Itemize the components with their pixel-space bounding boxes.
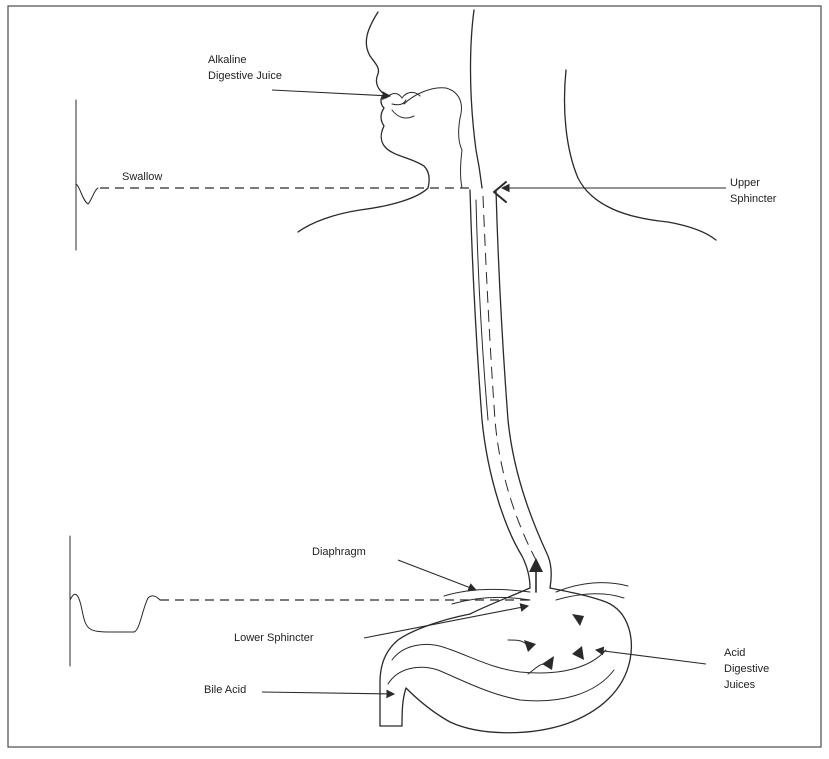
head-profile: [298, 10, 716, 240]
stomach: [380, 558, 631, 733]
bile-acid-label: Bile Acid: [204, 684, 246, 696]
acid-juices-label-line2: Digestive: [724, 663, 769, 675]
figure-frame: [8, 6, 821, 747]
acid-juices-label-line3: Juices: [724, 679, 756, 691]
diaphragm-label: Diaphragm: [312, 546, 366, 558]
lower-sphincter-label: Lower Sphincter: [234, 632, 314, 644]
esophagus: [470, 182, 551, 588]
acid-juices-label-line1: Acid: [724, 647, 745, 659]
alkaline-label-line1: Alkaline: [208, 54, 247, 66]
upper-sphincter-label-line1: Upper: [730, 177, 760, 189]
alkaline-label-line2: Digestive Juice: [208, 70, 282, 82]
lower-pressure-trace: [70, 536, 530, 666]
upper-sphincter-label-line2: Sphincter: [730, 193, 777, 205]
swallow-label: Swallow: [122, 171, 162, 183]
